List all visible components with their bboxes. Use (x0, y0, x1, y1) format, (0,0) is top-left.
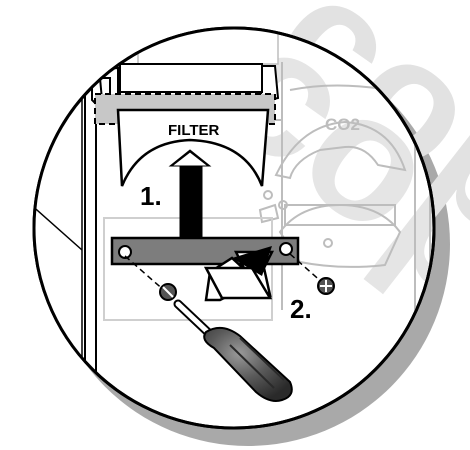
screw-icon (160, 284, 176, 300)
filter-label: FILTER (168, 122, 220, 139)
step1-label: 1. (140, 181, 162, 211)
step2-label: 2. (290, 294, 312, 324)
co2-label: CO2 (325, 115, 360, 134)
left-housing-edge (20, 70, 85, 440)
bracket-hole-right (280, 243, 292, 255)
screw-icon-right (318, 278, 334, 294)
